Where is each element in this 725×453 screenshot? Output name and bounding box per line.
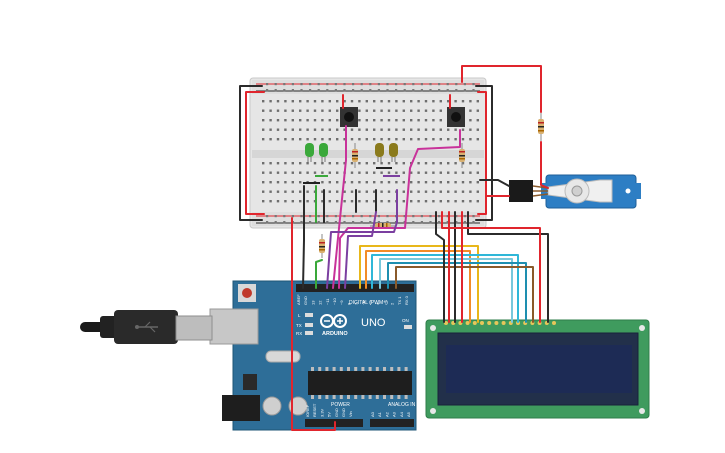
pin-label: 3.3V [319, 408, 324, 417]
pin-label: AREF [296, 294, 301, 305]
wire-red-servo [461, 65, 549, 189]
resistor-4 [319, 234, 325, 258]
power-label: POWER [331, 402, 350, 408]
pin-label: A1 [377, 411, 382, 417]
led-green-1 [305, 143, 314, 162]
pin-label: 5V [327, 412, 332, 417]
resistor-2 [459, 143, 465, 168]
pin-label: 13 [310, 300, 315, 305]
wire-lcd-orange [365, 250, 471, 323]
pin-label: ~3 [382, 300, 387, 305]
led-yellow-1 [375, 143, 384, 162]
pin-label: ~10 [332, 297, 337, 305]
pin-label: ~5 [368, 300, 373, 305]
breadboard-center-gap [252, 150, 484, 158]
pin-label: ~6 [361, 300, 366, 305]
wire-magenta-1 [332, 125, 347, 289]
wire-lcd-lightblue [379, 258, 513, 323]
pin-label: IOREF [305, 404, 310, 417]
wire-magenta-2 [338, 129, 461, 289]
pin-label: ~9 [339, 300, 344, 305]
pin-label: RX 0 [404, 295, 409, 305]
led-l-label: L [298, 313, 301, 318]
analog-header [370, 419, 414, 427]
led-rx-label: RX [296, 331, 302, 336]
lcd-module [425, 319, 650, 419]
led-tx-label: TX [296, 323, 302, 328]
wire-red-left-loop [245, 91, 265, 215]
wire-purple-2 [344, 211, 377, 289]
model-label: UNO [361, 317, 386, 329]
pin-label: RESET [312, 403, 317, 417]
servo-connector [509, 180, 533, 202]
pin-label: 4 [375, 302, 380, 305]
pin-label: GND [334, 408, 339, 417]
pin-label: GND [303, 296, 308, 305]
lcd-screen [446, 345, 632, 393]
analog-label: ANALOG IN [388, 402, 416, 408]
breadboard-holes [262, 83, 479, 224]
led-on-label: ON [402, 318, 409, 323]
wire-lcd-brown [395, 266, 534, 323]
led-yellow-2 [389, 143, 398, 162]
wire-black-left-loop [239, 85, 263, 221]
wire-red-5v [291, 217, 336, 431]
wire-black-gnd [302, 221, 305, 289]
wire-red-right-loop [477, 91, 487, 215]
pin-label: A5 [406, 411, 411, 417]
wire-lcd-red-3 [441, 211, 541, 323]
wire-lcd-gnd-1 [435, 211, 445, 323]
microcontroller-chip [308, 371, 412, 395]
wire-purple-1 [326, 221, 398, 289]
pin-label: 8 [346, 302, 351, 305]
usb-port [209, 308, 259, 345]
arduino-board: UNO ARDUINO DIGITAL (PWM~) ANALOG IN POW… [209, 280, 417, 431]
usb-icon [135, 321, 158, 333]
resistor-5 [538, 112, 544, 142]
pin-label: ~11 [325, 298, 330, 305]
pin-label: A4 [399, 411, 404, 417]
pin-label: 2 [390, 302, 395, 305]
led-green-2 [319, 143, 328, 162]
pin-label: A0 [370, 411, 375, 417]
pin-label: GND [341, 408, 346, 417]
chip-pins [311, 367, 408, 399]
pin-label: 7 [354, 302, 359, 305]
wire-black-right-loop [475, 85, 493, 221]
pin-label: A3 [392, 411, 397, 417]
pin-label: TX 1 [397, 296, 402, 305]
pin-label: A2 [384, 411, 389, 417]
wire-lcd-teal [387, 262, 527, 323]
push-button-2 [447, 107, 465, 127]
pin-label: 12 [318, 300, 323, 305]
pin-label: Vin [348, 411, 353, 417]
digital-header [296, 284, 414, 292]
wire-green [315, 259, 323, 289]
power-jack [222, 395, 260, 421]
wires [239, 65, 549, 431]
wire-black-servo [479, 179, 510, 187]
digital-label: DIGITAL (PWM~) [349, 300, 388, 306]
usb-cable [80, 310, 213, 344]
breadboard [249, 77, 487, 229]
brand-label: ARDUINO [322, 331, 348, 337]
servo-motor [509, 174, 641, 209]
push-button-1 [340, 107, 358, 127]
arduino-logo-icon [320, 314, 347, 328]
resistor-1 [352, 143, 358, 168]
wire-lcd-gnd-3 [467, 211, 549, 323]
wire-lcd-yellow [359, 245, 479, 323]
